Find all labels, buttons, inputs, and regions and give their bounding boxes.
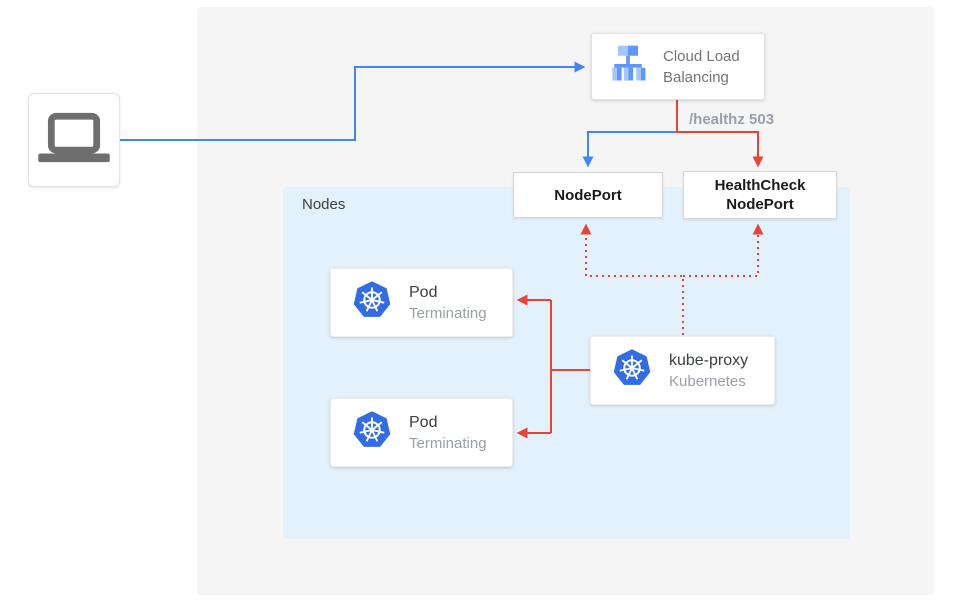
healthcheck-nodeport-box: HealthCheck NodePort <box>683 171 837 219</box>
nodes-group-label: Nodes <box>302 196 346 213</box>
cloud-load-balancing-label: Cloud Load Balancing <box>663 47 740 86</box>
cloud-load-balancing-icon <box>606 42 650 91</box>
pod-title: Pod <box>409 283 438 301</box>
pod-title: Pod <box>409 413 438 431</box>
nodeport-label: NodePort <box>554 186 622 204</box>
healthz-status-label: /healthz 503 <box>689 111 775 128</box>
nodeport-box: NodePort <box>513 172 663 218</box>
kubernetes-icon <box>352 280 392 325</box>
laptop-icon <box>38 110 110 171</box>
kubernetes-icon <box>352 410 392 455</box>
kubernetes-icon <box>612 348 652 393</box>
kube-proxy-text: kube-proxy Kubernetes <box>669 350 748 392</box>
healthcheck-nodeport-label-line2: NodePort <box>726 196 794 213</box>
kube-proxy-title: kube-proxy <box>669 351 749 369</box>
pod-box-2: Pod Terminating <box>330 398 513 467</box>
pod-status: Terminating <box>409 434 487 452</box>
client-box <box>28 93 120 187</box>
pod-text: Pod Terminating <box>409 282 487 324</box>
cloud-load-balancing-box: Cloud Load Balancing <box>591 33 765 100</box>
pod-text: Pod Terminating <box>409 412 487 454</box>
kube-proxy-box: kube-proxy Kubernetes <box>590 336 775 405</box>
pod-status: Terminating <box>409 304 487 322</box>
kube-proxy-subtitle: Kubernetes <box>669 372 746 390</box>
pod-box-1: Pod Terminating <box>330 268 513 337</box>
healthcheck-nodeport-label-line1: HealthCheck <box>714 177 806 194</box>
